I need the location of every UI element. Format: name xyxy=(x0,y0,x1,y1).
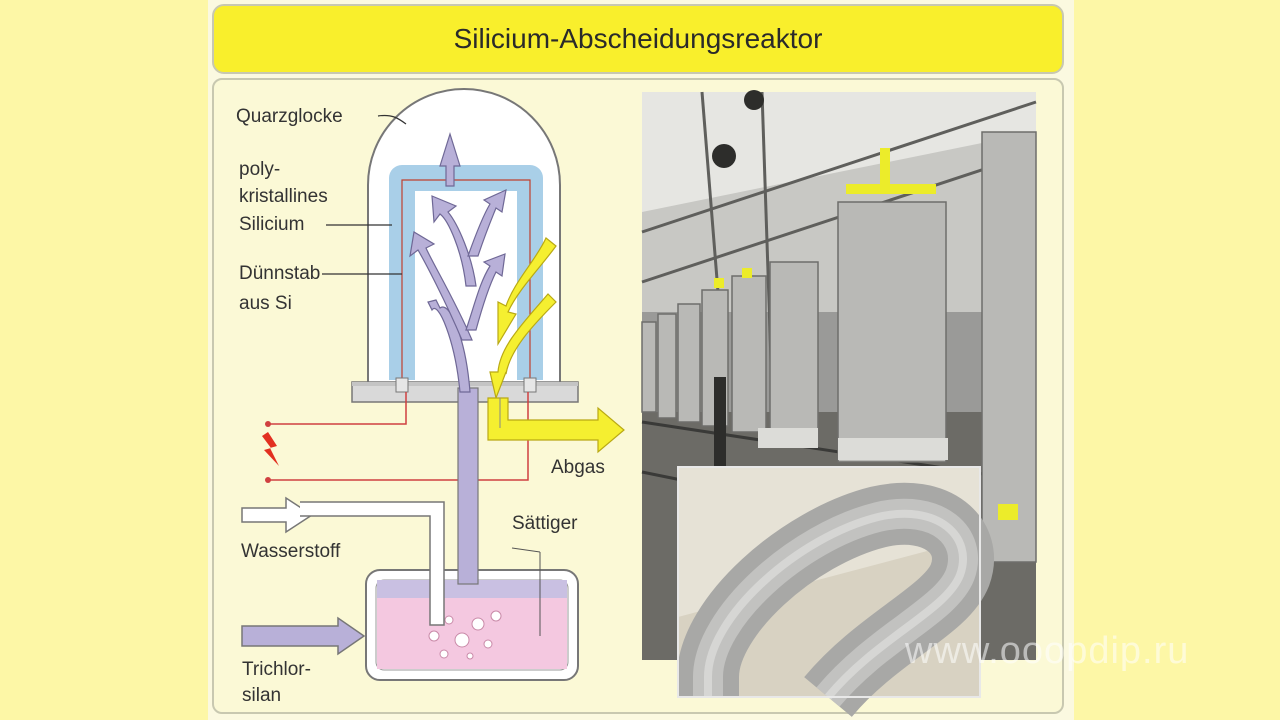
exhaust-flow-arrows xyxy=(489,237,557,401)
label-exhaust: Abgas xyxy=(551,457,605,478)
label-poly-1: poly- xyxy=(239,159,281,180)
label-poly-2: kristallines xyxy=(239,186,328,207)
label-hydrogen: Wasserstoff xyxy=(241,541,341,562)
hydrogen-pipe xyxy=(300,501,445,626)
silicon-rod-photo xyxy=(677,467,994,718)
watermark: www.ooopdip.ru xyxy=(905,630,1190,672)
label-trichlorosilane-2: silan xyxy=(242,685,282,706)
label-poly-3: Silicium xyxy=(239,214,305,235)
leader-lines xyxy=(322,114,407,275)
label-quartz-bell: Quarzglocke xyxy=(236,106,343,127)
label-trichlorosilane-1: Trichlor- xyxy=(242,659,311,680)
label-saturator: Sättiger xyxy=(512,513,578,534)
gas-riser-pipe xyxy=(457,387,479,585)
lightning-icon xyxy=(262,432,279,466)
label-thin-rod-2: aus Si xyxy=(239,293,292,314)
label-thin-rod-1: Dünnstab xyxy=(239,263,321,284)
title-banner: Silicium-Abscheidungsreaktor xyxy=(212,4,1064,74)
page-title: Silicium-Abscheidungsreaktor xyxy=(453,23,823,54)
gas-flow-arrows xyxy=(409,131,507,393)
exhaust-outlet xyxy=(487,397,625,454)
bubbles xyxy=(428,610,502,660)
hydrogen-arrow xyxy=(241,496,314,534)
trichlorosilane-arrow xyxy=(241,616,366,656)
quartz-bell xyxy=(367,88,561,385)
